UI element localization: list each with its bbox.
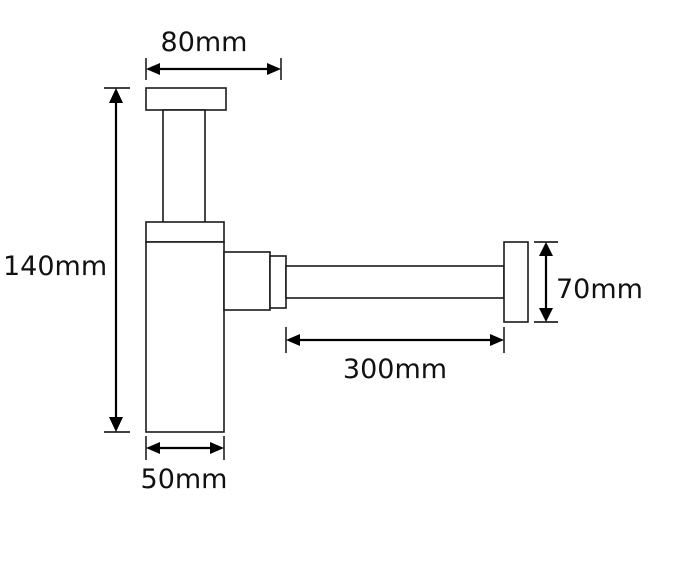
arrow-left-icon (146, 63, 160, 75)
arrow-down-icon (109, 417, 123, 432)
top-flange (145, 87, 227, 111)
outlet-length-label: 300mm (343, 354, 447, 385)
arrow-left-icon (286, 334, 300, 346)
arrow-up-icon (539, 242, 553, 256)
arrow-left-icon (146, 442, 160, 454)
outlet-connector (223, 251, 271, 311)
top-width-label: 80mm (161, 27, 248, 58)
arrow-right-icon (490, 334, 504, 346)
bottle-body (145, 241, 225, 433)
arrow-up-icon (109, 88, 123, 103)
outlet-pipe (285, 265, 505, 299)
height-dimension: 140mm (3, 87, 130, 433)
tailpiece-pipe (162, 109, 206, 225)
body-width-dimension: 50mm (141, 436, 228, 495)
bottle-collar (145, 221, 225, 243)
arrow-right-icon (267, 63, 281, 75)
height-label: 140mm (3, 251, 107, 282)
wall-flange-dimension: 70mm (534, 241, 643, 323)
outlet-length-dimension: 300mm (285, 327, 505, 385)
top-width-dimension: 80mm (145, 27, 282, 80)
wall-flange-label: 70mm (556, 274, 643, 305)
arrow-down-icon (539, 308, 553, 322)
wall-flange (503, 241, 529, 323)
outlet-nut (269, 255, 287, 309)
bottle-trap-drawing (145, 87, 529, 433)
arrow-right-icon (210, 442, 224, 454)
body-width-label: 50mm (141, 464, 228, 495)
